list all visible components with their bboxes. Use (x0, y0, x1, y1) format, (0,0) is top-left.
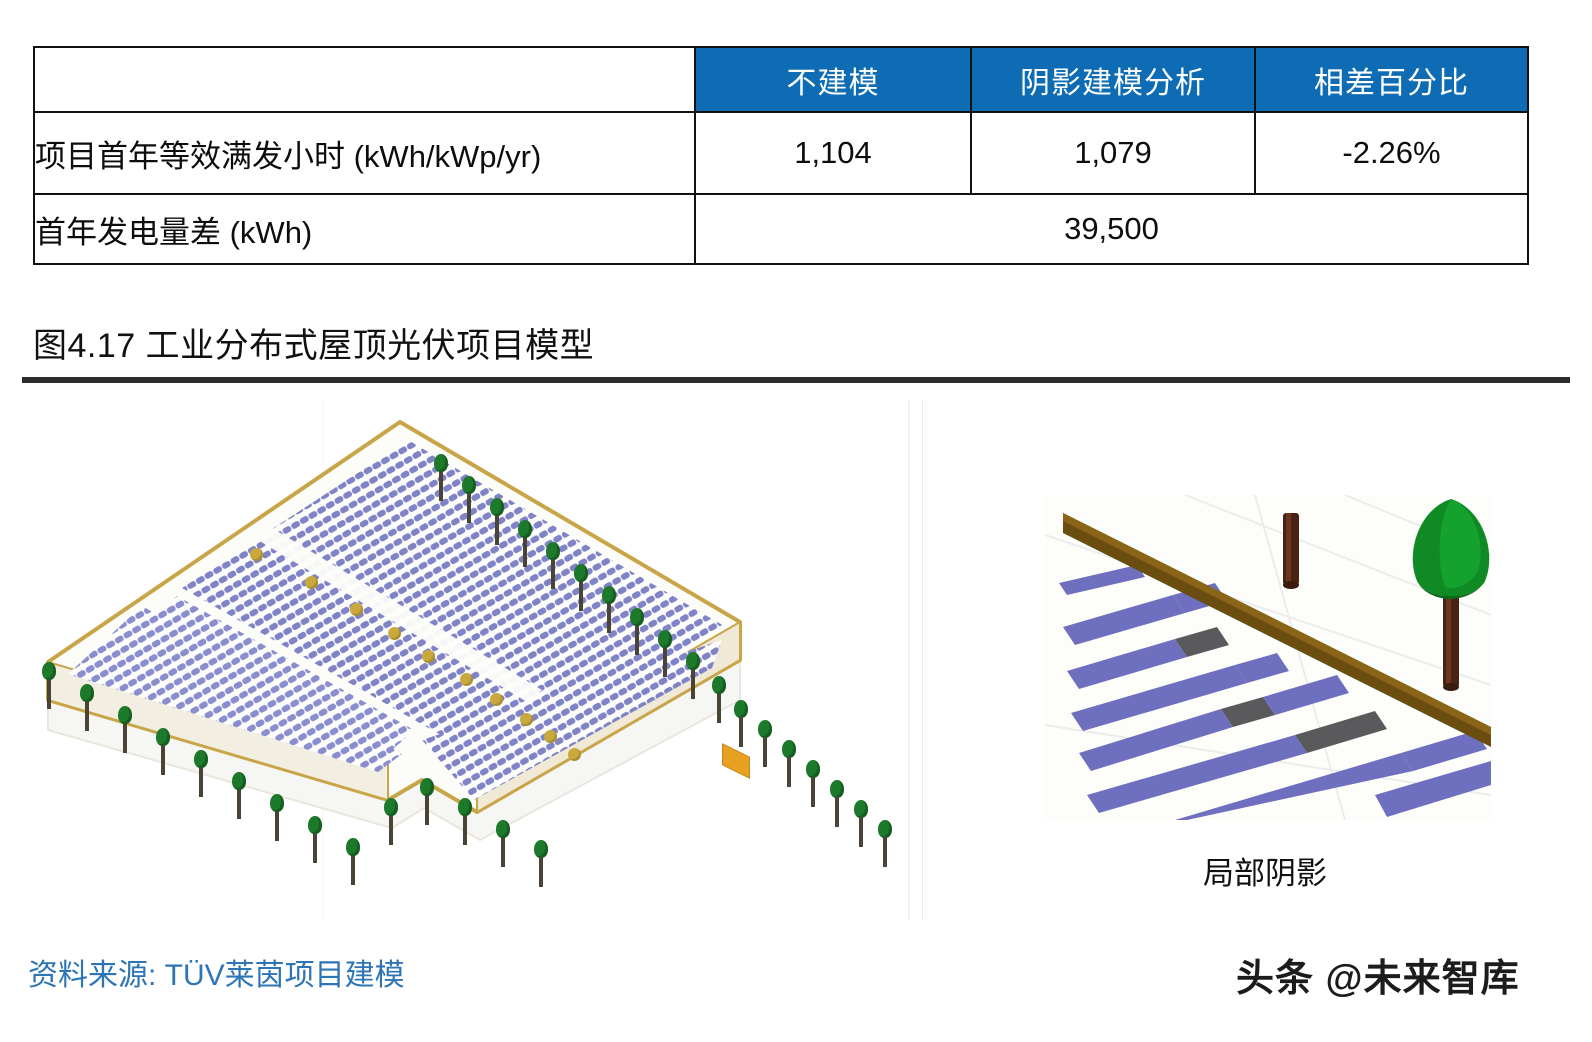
column-header-difference-percent: 相差百分比 (1254, 46, 1529, 113)
obstacle-marker (544, 730, 557, 743)
obstacle-marker (490, 693, 503, 706)
source-note: 资料来源: TÜV莱茵项目建模 (28, 959, 405, 992)
obstacle-marker (460, 673, 473, 686)
obstacle-marker (350, 603, 363, 616)
watermark: 头条 @未来智库 (1236, 958, 1520, 1000)
shading-detail-svg (1045, 495, 1491, 820)
table-row: 首年发电量差 (kWh) 39,500 (33, 193, 1529, 265)
pv-array-wing (422, 640, 722, 800)
obstacle-marker (305, 576, 318, 589)
roof-model-svg (46, 420, 742, 842)
pv-strips (1059, 565, 1491, 820)
main-3d-model-figure (22, 400, 982, 920)
shading-detail-inset (1045, 495, 1491, 820)
roof-walkway (258, 528, 542, 702)
figure-caption: 图4.17 工业分布式屋顶光伏项目模型 (33, 327, 595, 365)
table-header-row: 不建模 阴影建模分析 相差百分比 (33, 46, 1529, 113)
inset-caption: 局部阴影 (1203, 856, 1327, 891)
boundary-wall (1063, 513, 1491, 747)
obstacle-marker (422, 650, 435, 663)
table-corner-cell (33, 46, 696, 113)
column-header-shading-analysis: 阴影建模分析 (970, 46, 1256, 113)
cell-energy-difference-value: 39,500 (694, 193, 1529, 265)
row-label-yield-hours: 项目首年等效满发小时 (kWh/kWp/yr) (33, 111, 696, 195)
table-row: 项目首年等效满发小时 (kWh/kWp/yr) 1,104 1,079 -2.2… (33, 111, 1529, 195)
cell-yield-diff: -2.26% (1254, 111, 1529, 195)
obstacle-marker (250, 548, 263, 561)
tree-icon (1412, 499, 1490, 691)
row-label-energy-difference: 首年发电量差 (kWh) (33, 193, 696, 265)
pv-array-upper (182, 440, 724, 764)
pv-array-left (68, 606, 402, 772)
results-table: 不建模 阴影建模分析 相差百分比 项目首年等效满发小时 (kWh/kWp/yr)… (33, 46, 1529, 265)
results-table-container: 不建模 阴影建模分析 相差百分比 项目首年等效满发小时 (kWh/kWp/yr)… (33, 46, 1529, 265)
cell-yield-no-model: 1,104 (694, 111, 972, 195)
pole-icon (1283, 513, 1299, 589)
obstacle-marker (568, 748, 581, 761)
obstacle-marker (388, 627, 401, 640)
horizontal-rule (22, 377, 1570, 383)
column-header-no-model: 不建模 (694, 46, 972, 113)
obstacle-marker (520, 713, 533, 726)
cell-yield-shading: 1,079 (970, 111, 1256, 195)
